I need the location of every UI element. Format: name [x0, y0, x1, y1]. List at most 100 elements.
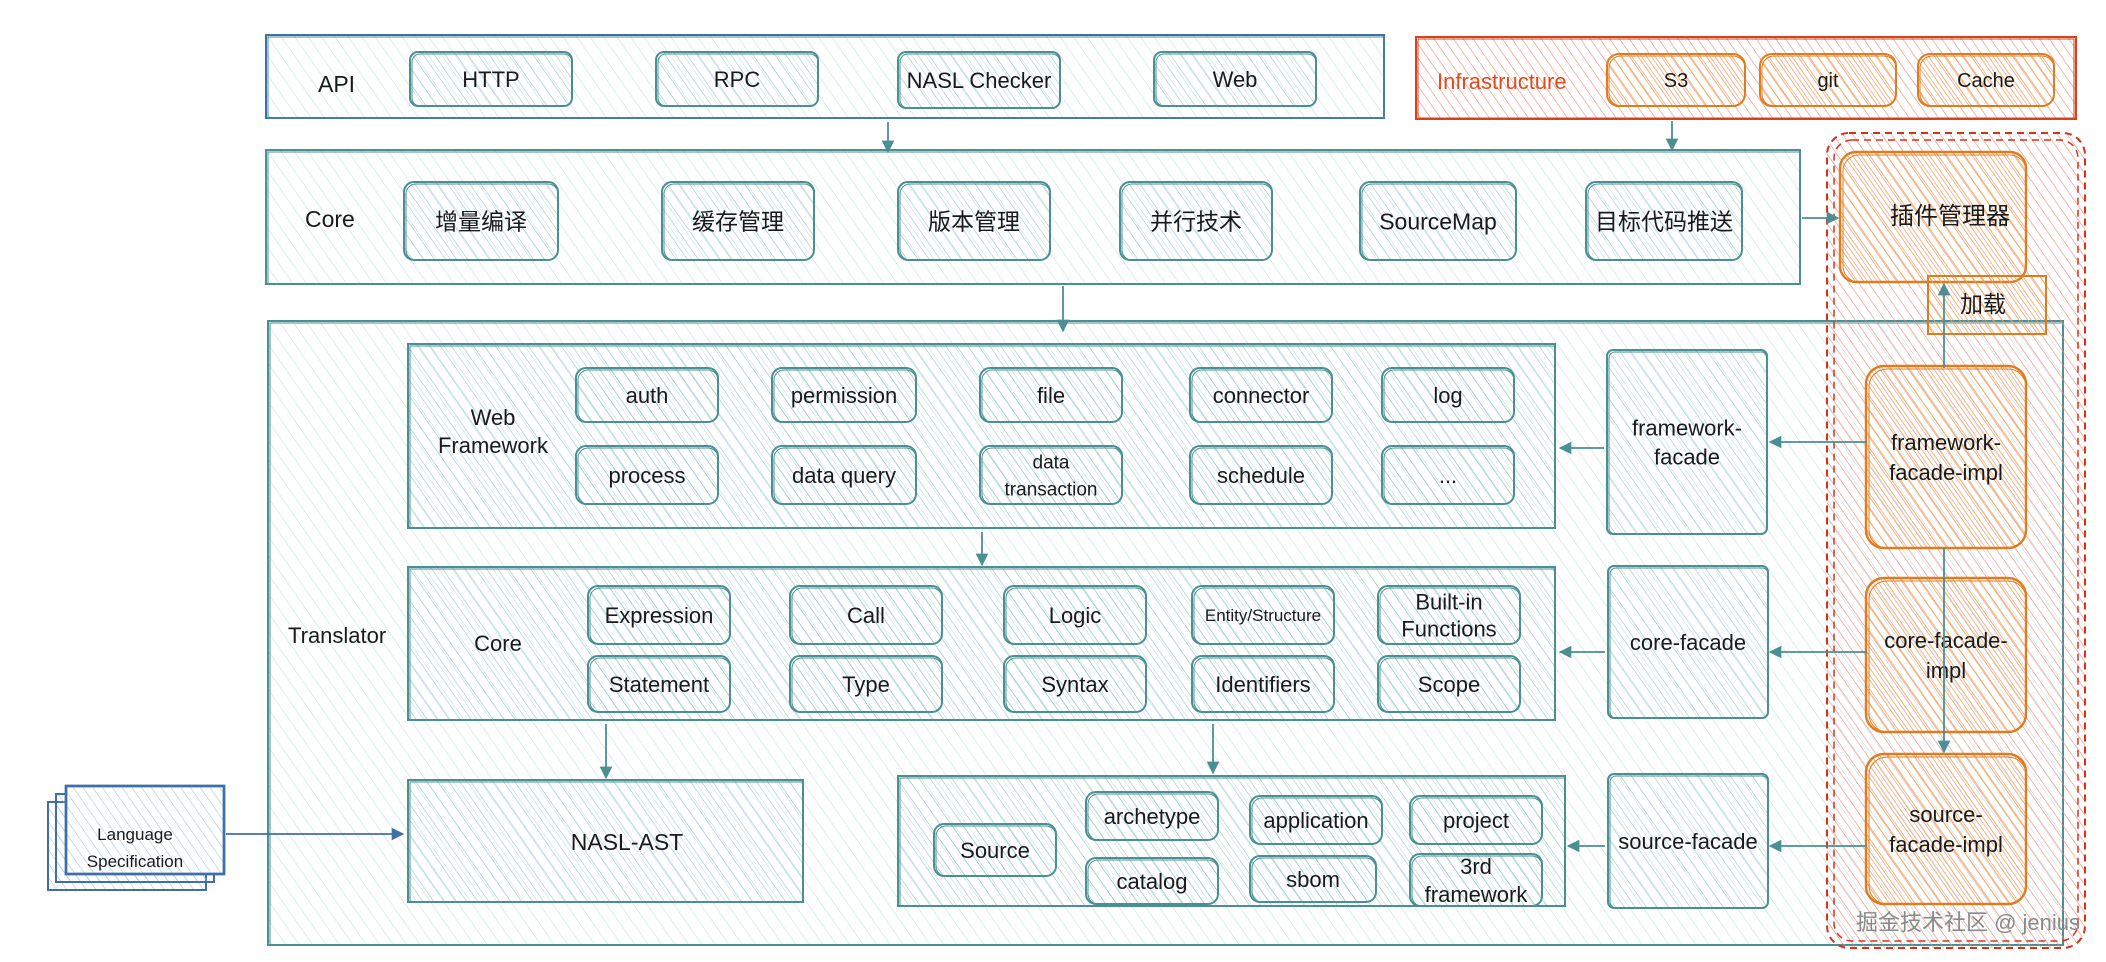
api-rpc-box: RPC — [655, 51, 819, 107]
core-item-6-box-label: 目标代码推送 — [1595, 208, 1733, 234]
tc-type-box: Type — [789, 655, 943, 713]
tc-call-box: Call — [789, 585, 943, 645]
web-framework-label-2: Framework — [438, 433, 549, 458]
tc-expression-box-label-1: Expression — [605, 603, 714, 628]
tc-entity-structure-box: Entity/Structure — [1191, 585, 1335, 645]
source-sbom-box: sbom — [1249, 855, 1377, 903]
tc-identifiers-box: Identifiers — [1191, 655, 1335, 713]
core-item-2-box-label: 缓存管理 — [692, 208, 784, 234]
wf-file-box: file — [979, 367, 1123, 423]
wf-file-box-label: file — [1037, 383, 1065, 408]
source-archetype-box-label-1: archetype — [1104, 804, 1201, 829]
source-catalog-box: catalog — [1085, 857, 1219, 905]
tc-scope-box-label: Scope — [1418, 672, 1480, 697]
impl-core-facade-impl-box-label-1: core-facade- — [1884, 628, 2008, 653]
api-nasl-checker-box-label: NASL Checker — [907, 68, 1052, 93]
tc-syntax-box-label: Syntax — [1041, 672, 1108, 697]
load-label-box: 加载 — [1927, 275, 2047, 335]
tc-built-in-functions-box-label-2: Functions — [1401, 616, 1496, 641]
web-framework-label-1: Web — [471, 405, 516, 430]
wf-process-box: process — [575, 445, 719, 505]
impl-source-facade-impl-box: source-facade-impl — [1864, 752, 2028, 906]
language-specification: Language Specification — [47, 784, 226, 891]
nasl-ast-label: NASL-AST — [571, 829, 683, 855]
core-item-1-box-label: 增量编译 — [435, 208, 527, 234]
api-web-box: Web — [1153, 51, 1317, 107]
source-3rd-framework-box-label-2: framework — [1425, 882, 1529, 907]
tc-call-box-label-1: Call — [847, 603, 885, 628]
source-label-box: Source — [933, 823, 1057, 877]
wf-item-box-label-1: ... — [1439, 463, 1457, 488]
translator-label: Translator — [288, 623, 386, 648]
wf-data-query-box-label-1: data query — [792, 463, 896, 488]
api-http-box: HTTP — [409, 51, 573, 107]
api-http-box-label: HTTP — [462, 67, 519, 92]
wf-process-box-label-1: process — [608, 463, 685, 488]
source-sbom-box-label-1: sbom — [1286, 867, 1340, 892]
impl-core-facade-impl-box-label-2: impl — [1926, 658, 1966, 683]
infra-s3-box-label: S3 — [1664, 70, 1688, 92]
wf-permission-box-label: permission — [791, 383, 897, 408]
tc-syntax-box: Syntax — [1003, 655, 1147, 713]
core-item-4-box-label: 并行技术 — [1150, 208, 1242, 234]
core-item-1-box: 增量编译 — [403, 181, 559, 261]
impl-source-facade-impl-box-label-1: source- — [1909, 802, 1982, 827]
wf-data-transaction-box: data transaction — [979, 445, 1123, 505]
source-project-box: project — [1409, 795, 1543, 845]
plugin-manager-label: 插件管理器 — [1890, 203, 2010, 230]
impl-source-facade-impl-box-label-2: facade-impl — [1889, 832, 2003, 857]
core-label: Core — [305, 206, 355, 232]
impl-core-facade-impl-box: core-facade-impl — [1864, 576, 2028, 734]
translator-core-label: Core — [474, 631, 522, 656]
impl-framework-facade-impl-box: framework-facade-impl — [1864, 364, 2028, 550]
facade-core-facade-box: core-facade — [1607, 565, 1769, 719]
core-item-3-box: 版本管理 — [897, 181, 1051, 261]
api-web-box-label: Web — [1213, 67, 1258, 92]
facade-source-facade-box: source-facade — [1607, 773, 1769, 909]
source-project-box-label-1: project — [1443, 808, 1509, 833]
tc-statement-box: Statement — [587, 655, 731, 713]
wf-data-transaction-box-label-1: data — [1033, 452, 1070, 473]
wf-item-box: ... — [1381, 445, 1515, 505]
core-item-5-box-label: SourceMap — [1379, 208, 1497, 234]
wf-log-box-label: log — [1433, 383, 1462, 408]
tc-built-in-functions-box-label-1: Built-in — [1415, 589, 1482, 614]
facade-source-facade-box-label-1: source-facade — [1618, 829, 1757, 854]
wf-connector-box-label: connector — [1213, 383, 1310, 408]
core-item-6-box: 目标代码推送 — [1585, 181, 1743, 261]
api-rpc-box-label: RPC — [714, 67, 761, 92]
wf-auth-box: auth — [575, 367, 719, 423]
infrastructure-label: Infrastructure — [1437, 69, 1567, 94]
load-label: 加载 — [1960, 291, 2006, 317]
tc-logic-box: Logic — [1003, 585, 1147, 645]
core-item-4-box: 并行技术 — [1119, 181, 1273, 261]
plugin-manager: 插件管理器 — [1838, 150, 2028, 284]
facade-core-facade-box-label-1: core-facade — [1630, 630, 1746, 655]
core-item-3-box-label: 版本管理 — [928, 208, 1020, 234]
wf-schedule-box: schedule — [1189, 445, 1333, 505]
wf-data-transaction-box-label-2: transaction — [1005, 479, 1098, 500]
wf-schedule-box-label-1: schedule — [1217, 463, 1305, 488]
api-nasl-checker-box: NASL Checker — [897, 51, 1061, 109]
nasl-ast-box: NASL-AST — [407, 779, 804, 903]
infra-s3-box: S3 — [1606, 53, 1746, 107]
core-item-5-box: SourceMap — [1359, 181, 1517, 261]
infra-cache-box: Cache — [1917, 53, 2055, 107]
language-spec-line-1: Language — [97, 825, 173, 844]
language-spec-line-2: Specification — [87, 852, 183, 871]
tc-statement-box-label: Statement — [609, 672, 709, 697]
tc-expression-box: Expression — [587, 585, 731, 645]
impl-framework-facade-impl-box-label-1: framework- — [1891, 430, 2001, 455]
infra-git-box: git — [1759, 53, 1897, 107]
facade-framework-facade-box: framework-facade — [1606, 349, 1768, 535]
infra-cache-box-label: Cache — [1957, 70, 2015, 92]
wf-auth-box-label: auth — [626, 383, 669, 408]
infra-git-box-label: git — [1817, 70, 1839, 92]
api-label: API — [318, 71, 355, 97]
wf-log-box: log — [1381, 367, 1515, 423]
tc-type-box-label: Type — [842, 672, 890, 697]
connectors — [226, 121, 1951, 853]
